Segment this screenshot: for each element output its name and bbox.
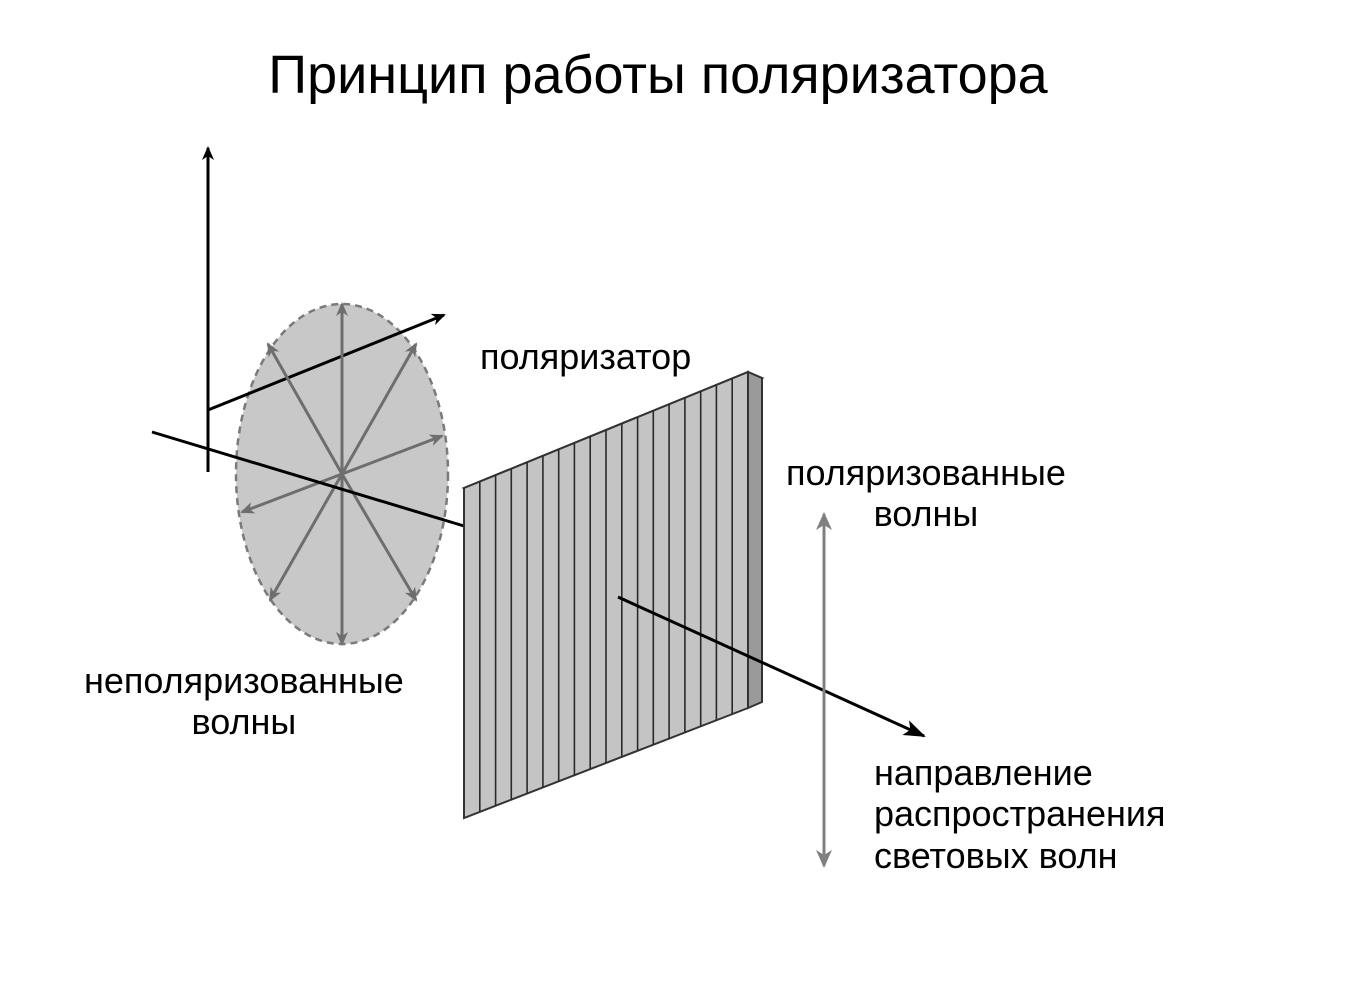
unpolarized-waves-label-line2: волны: [191, 701, 297, 743]
vector-right: [341, 434, 444, 476]
propagation-direction-label-line2: распространения: [874, 793, 1166, 835]
vector-upper-left: [266, 342, 344, 475]
polarizer-slab: [461, 370, 765, 820]
polarized-waves-label: поляризованные волны: [786, 452, 1066, 535]
vector-left: [240, 472, 343, 514]
polarized-waves-label-line1: поляризованные: [786, 452, 1066, 493]
unpolarized-waves-label-line1: неполяризованные: [84, 660, 404, 701]
propagation-direction-label-line3: световых волн: [874, 834, 1118, 876]
vector-upper-right: [340, 342, 418, 475]
propagation-direction-label-line1: направление: [874, 752, 1093, 793]
propagation-line-outgoing: [617, 595, 926, 738]
propagation-direction-label: направление распространения световых вол…: [874, 752, 1166, 876]
vector-lower-right: [340, 473, 418, 602]
polarizer-slits: [478, 378, 734, 812]
horizontal-axis: [207, 313, 446, 412]
propagation-line-incoming: [151, 430, 465, 528]
polarizer-label: поляризатор: [480, 336, 692, 377]
polarized-waves-label-line2: волны: [873, 493, 979, 535]
unpolarized-waves-label: неполяризованные волны: [84, 660, 404, 743]
diagram-title: Принцип работы поляризатора: [268, 45, 1048, 105]
wave-vectors: [240, 302, 444, 646]
vector-lower-left: [268, 473, 344, 602]
